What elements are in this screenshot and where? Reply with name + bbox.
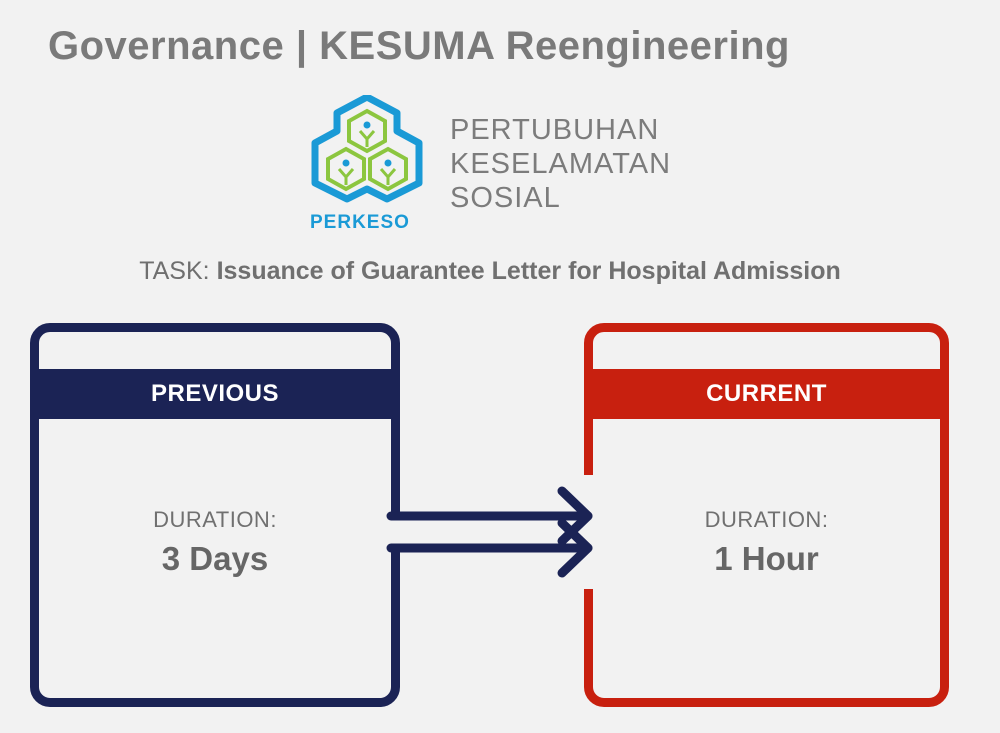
task-label: TASK: — [139, 257, 210, 285]
perkeso-logo: PERKESO PERTUBUHAN KESELAMATAN SOSIAL — [305, 95, 705, 240]
page-title: Governance | KESUMA Reengineering — [48, 24, 790, 68]
lower-arrowhead — [557, 518, 593, 578]
perkeso-logo-mark — [311, 95, 423, 203]
organization-name-line-3: SOSIAL — [450, 182, 561, 214]
previous-heading: PREVIOUS — [38, 369, 392, 419]
previous-box: PREVIOUS DURATION: 3 Days — [30, 323, 400, 707]
current-heading: CURRENT — [592, 369, 941, 419]
previous-box-gap — [390, 512, 402, 552]
current-box: CURRENT DURATION: 1 Hour — [584, 323, 949, 707]
current-box-gap — [582, 475, 594, 589]
current-duration-value: 1 Hour — [714, 540, 819, 577]
organization-name-line-2: KESELAMATAN — [450, 148, 672, 180]
organization-name-line-1: PERTUBUHAN — [450, 114, 660, 146]
previous-duration-value: 3 Days — [161, 540, 269, 577]
logo-wordmark: PERKESO — [310, 212, 410, 233]
task-line: TASK: Issuance of Guarantee Letter for H… — [0, 257, 980, 286]
previous-duration-label: DURATION: — [153, 507, 277, 532]
organization-name: PERTUBUHAN KESELAMATAN SOSIAL — [450, 113, 671, 215]
current-duration-label: DURATION: — [704, 507, 829, 532]
task-title: Issuance of Guarantee Letter for Hospita… — [216, 257, 841, 285]
